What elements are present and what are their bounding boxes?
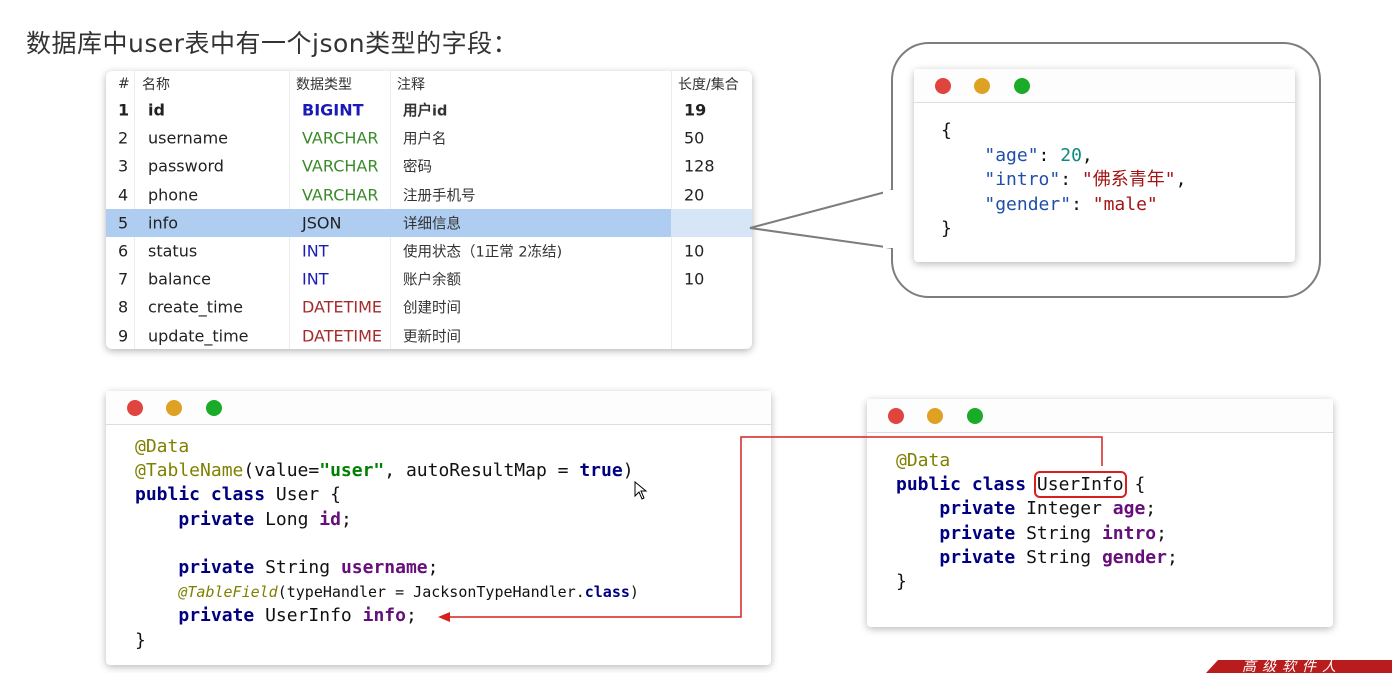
column-comment: 使用状态（1正常 2冻结) (403, 244, 563, 261)
table-row[interactable]: 6 status INT 使用状态（1正常 2冻结) 10 (106, 237, 752, 265)
row-index: 5 (118, 213, 129, 233)
column-name: status (148, 241, 198, 261)
column-type: VARCHAR (302, 185, 379, 205)
column-name: phone (148, 185, 199, 205)
user-class-code: @Data @TableName(value="user", autoResul… (135, 436, 639, 651)
table-row[interactable]: 3 password VARCHAR 密码 128 (106, 152, 752, 180)
table-row[interactable]: 1 id BIGINT 用户id 19 (106, 96, 752, 124)
table-header: # 名称 数据类型 注释 长度/集合 (106, 71, 752, 96)
window-titlebar (106, 391, 771, 425)
column-name: create_time (148, 297, 243, 317)
table-row[interactable]: 9 update_time DATETIME 更新时间 (106, 322, 752, 350)
column-length (671, 208, 752, 237)
window-titlebar (867, 399, 1333, 433)
column-comment: 创建时间 (403, 300, 461, 317)
row-index: 6 (118, 241, 129, 261)
column-type: INT (302, 241, 329, 261)
row-index: 8 (118, 297, 129, 317)
table-row[interactable]: 8 create_time DATETIME 创建时间 (106, 293, 752, 321)
column-type: DATETIME (302, 326, 383, 346)
column-comment: 用户id (403, 103, 448, 120)
schema-table: # 名称 数据类型 注释 长度/集合 1 id BIGINT 用户id 19 2 usern… (106, 71, 752, 349)
maximize-dot-icon[interactable] (967, 408, 983, 424)
column-name: info (148, 213, 179, 233)
row-index: 3 (118, 156, 129, 176)
userinfo-class-code: @Data public class UserInfo { private In… (896, 450, 1178, 593)
column-name: username (148, 128, 228, 148)
column-comment: 密码 (403, 159, 432, 176)
maximize-dot-icon[interactable] (1014, 78, 1030, 94)
row-index: 9 (118, 326, 129, 346)
minimize-dot-icon[interactable] (927, 408, 943, 424)
column-type: INT (302, 269, 329, 289)
column-comment: 详细信息 (403, 216, 461, 233)
row-index: 7 (118, 269, 129, 289)
column-comment: 用户名 (403, 131, 447, 148)
column-name: id (148, 100, 165, 120)
column-length: 128 (684, 156, 715, 176)
table-row[interactable]: 4 phone VARCHAR 注册手机号 20 (106, 181, 752, 209)
table-row[interactable]: 7 balance INT 账户余额 10 (106, 265, 752, 293)
header-length: 长度/集合 (678, 76, 739, 93)
column-length: 10 (684, 269, 705, 289)
column-comment: 账户余额 (403, 272, 461, 289)
table-row[interactable]: 5 info JSON 详细信息 (106, 208, 752, 237)
column-type: DATETIME (302, 297, 383, 317)
column-length: 50 (684, 128, 705, 148)
column-length: 19 (684, 100, 707, 120)
column-length: 20 (684, 185, 705, 205)
window-titlebar (914, 69, 1295, 103)
header-comment: 注释 (397, 76, 425, 93)
column-length: 10 (684, 241, 705, 261)
header-index: # (118, 75, 130, 92)
minimize-dot-icon[interactable] (974, 78, 990, 94)
column-comment: 注册手机号 (403, 188, 476, 205)
header-name: 名称 (142, 76, 170, 93)
row-index: 1 (118, 100, 130, 120)
page-title: 数据库中user表中有一个json类型的字段： (26, 29, 519, 58)
json-window: { "age": 20, "intro": "佛系青年", "gender": … (914, 69, 1295, 262)
json-code: { "age": 20, "intro": "佛系青年", "gender": … (941, 120, 1187, 239)
column-type: VARCHAR (302, 128, 379, 148)
row-index: 2 (118, 128, 129, 148)
table-row[interactable]: 2 username VARCHAR 用户名 50 (106, 124, 752, 152)
header-type: 数据类型 (296, 76, 352, 93)
column-name: password (148, 156, 224, 176)
brand-ribbon: 高级软件人 (1206, 660, 1392, 673)
column-type: BIGINT (302, 100, 364, 120)
user-class-window: @Data @TableName(value="user", autoResul… (106, 391, 771, 665)
column-type: VARCHAR (302, 156, 379, 176)
column-comment: 更新时间 (403, 329, 461, 346)
minimize-dot-icon[interactable] (166, 400, 182, 416)
close-dot-icon[interactable] (888, 408, 904, 424)
column-name: balance (148, 269, 211, 289)
column-name: update_time (148, 326, 249, 346)
close-dot-icon[interactable] (127, 400, 143, 416)
close-dot-icon[interactable] (935, 78, 951, 94)
row-index: 4 (118, 185, 129, 205)
maximize-dot-icon[interactable] (206, 400, 222, 416)
mouse-cursor-icon (634, 481, 648, 500)
userinfo-classname-highlight: UserInfo (1033, 471, 1127, 499)
column-type: JSON (302, 213, 342, 233)
